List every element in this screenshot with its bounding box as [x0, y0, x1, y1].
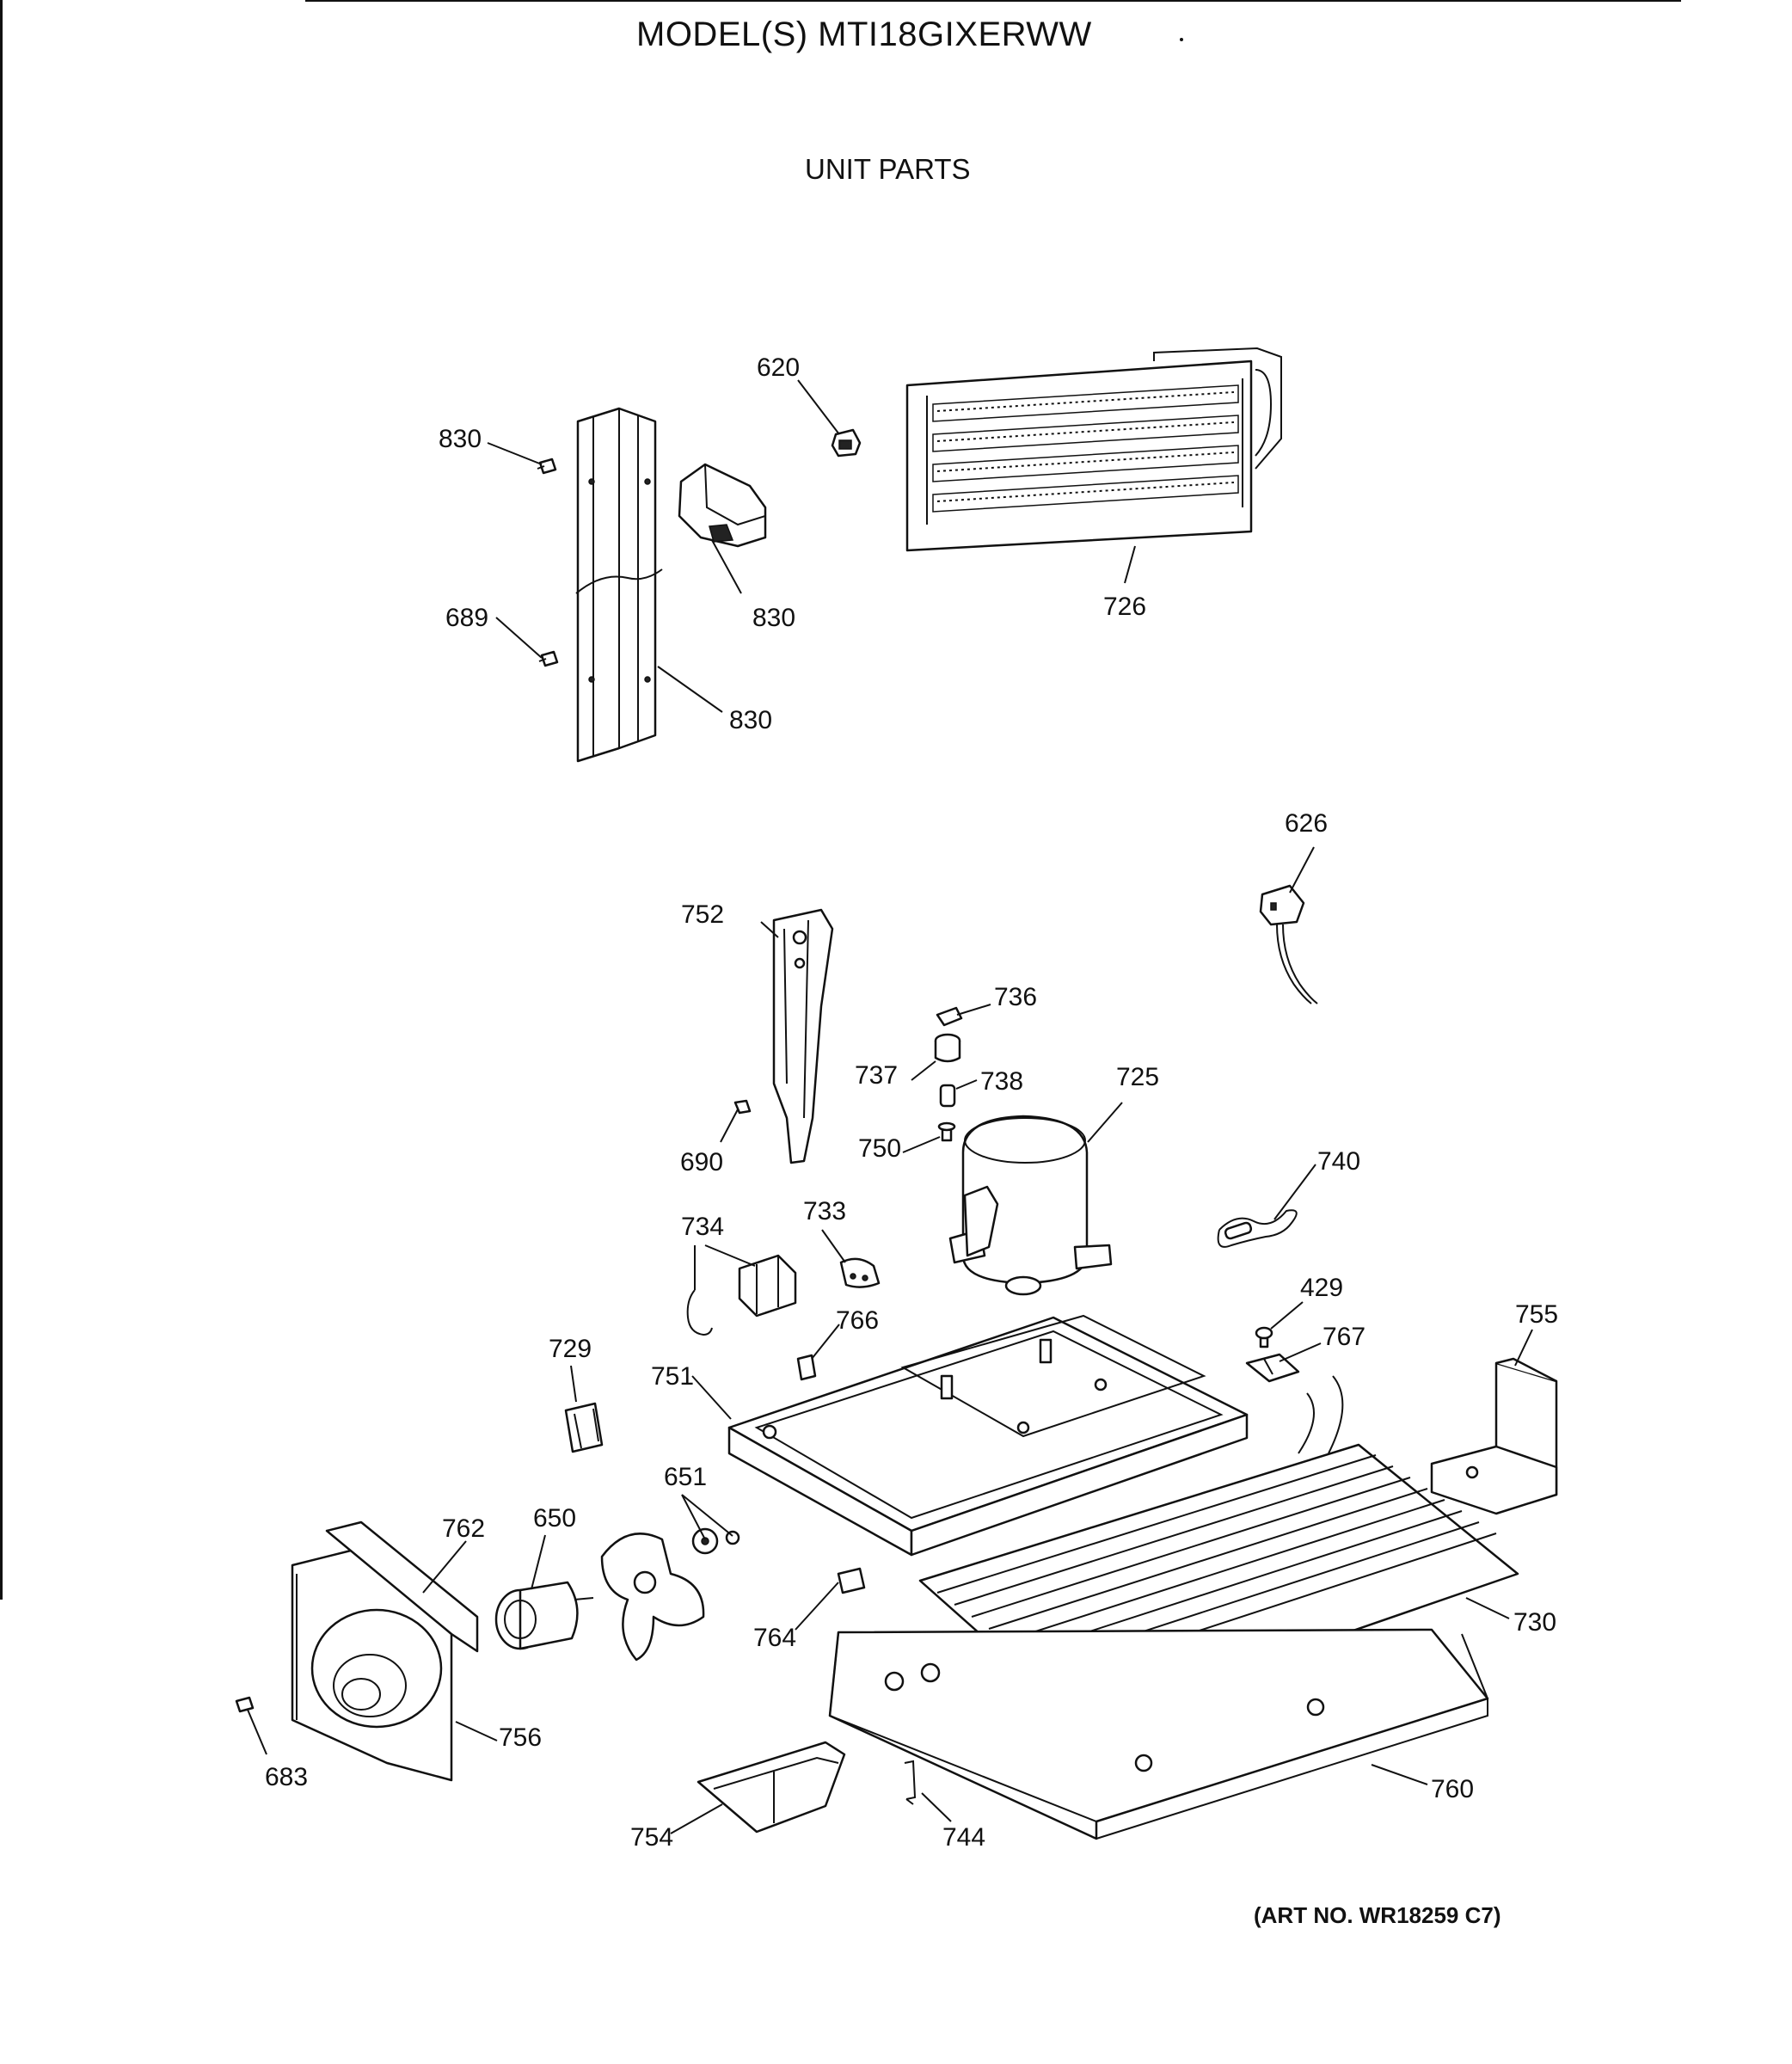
fan-blade-651 — [600, 1527, 740, 1662]
callout-764: 764 — [753, 1624, 796, 1652]
bracket-752 — [772, 908, 834, 1164]
clip-766 — [796, 1354, 817, 1381]
callout-754: 754 — [630, 1823, 673, 1852]
art-number: (ART NO. WR18259 C7) — [1254, 1902, 1501, 1928]
clip-767 — [1245, 1353, 1300, 1383]
screw-429 — [1255, 1326, 1273, 1348]
callout-730: 730 — [1513, 1608, 1556, 1637]
callout-733: 733 — [803, 1197, 846, 1226]
callout-767: 767 — [1323, 1323, 1365, 1351]
callout-683: 683 — [265, 1763, 308, 1791]
callout-725: 725 — [1116, 1063, 1159, 1091]
top-rule — [305, 0, 1681, 2]
callout-751: 751 — [651, 1362, 694, 1391]
callout-626: 626 — [1285, 809, 1328, 838]
clip-764 — [837, 1567, 866, 1594]
thermostat-620 — [831, 428, 862, 458]
base-pan-751 — [727, 1314, 1249, 1557]
relay-734 — [686, 1254, 797, 1336]
compressor-725 — [948, 1115, 1113, 1296]
callout-760: 760 — [1431, 1775, 1474, 1803]
fan-shroud-756 — [291, 1520, 479, 1782]
clip-744 — [904, 1760, 917, 1805]
capacitor-729 — [564, 1402, 604, 1453]
section-title: UNIT PARTS — [805, 153, 971, 185]
bracket-830 — [678, 463, 767, 548]
clip-736 — [936, 1006, 963, 1027]
model-title: MODEL(S) MTI18GIXERWW — [636, 15, 1092, 53]
callout-738: 738 — [980, 1067, 1023, 1096]
callout-labels: 620 830 830 689 830 726 626 752 736 737 … — [265, 353, 1558, 1852]
callout-744: 744 — [942, 1823, 985, 1852]
screw-690 — [733, 1099, 752, 1115]
screw-683 — [235, 1696, 255, 1713]
callout-690: 690 — [680, 1148, 723, 1176]
callout-830-bracket: 830 — [752, 604, 795, 632]
left-margin-bar — [0, 0, 3, 1600]
callout-726: 726 — [1103, 593, 1146, 621]
tube-740 — [1217, 1209, 1298, 1248]
callout-830-screw: 830 — [439, 425, 482, 453]
callout-830-channel: 830 — [729, 706, 772, 734]
overload-733 — [839, 1257, 881, 1288]
callout-734: 734 — [681, 1213, 724, 1241]
evaporator-726 — [905, 347, 1282, 552]
power-cord-626 — [1259, 884, 1318, 1004]
stray-dot — [1180, 38, 1183, 41]
callout-650: 650 — [533, 1504, 576, 1533]
callout-729: 729 — [549, 1335, 592, 1363]
callout-755: 755 — [1515, 1300, 1558, 1329]
screw-830 — [537, 458, 557, 475]
callout-620: 620 — [757, 353, 800, 382]
leader-lines — [247, 379, 1533, 1834]
channel-duct-830 — [575, 407, 663, 763]
callout-736: 736 — [994, 983, 1037, 1011]
callout-651: 651 — [664, 1463, 707, 1491]
callout-737: 737 — [855, 1061, 898, 1090]
screw-689 — [538, 650, 559, 667]
grommet-737 — [934, 1033, 961, 1063]
callout-752: 752 — [681, 900, 724, 929]
drain-pan-760 — [828, 1628, 1489, 1840]
callout-740: 740 — [1317, 1147, 1360, 1176]
callout-762: 762 — [442, 1514, 485, 1543]
callout-689: 689 — [445, 604, 488, 632]
sleeve-738 — [939, 1084, 956, 1108]
bracket-755 — [1430, 1357, 1558, 1515]
fan-motor-650 — [494, 1581, 594, 1650]
callout-429: 429 — [1300, 1274, 1343, 1302]
callout-750: 750 — [858, 1134, 901, 1163]
callout-756: 756 — [499, 1723, 542, 1752]
bolt-750 — [937, 1121, 956, 1142]
callout-766: 766 — [836, 1306, 879, 1335]
cover-754 — [697, 1741, 846, 1834]
